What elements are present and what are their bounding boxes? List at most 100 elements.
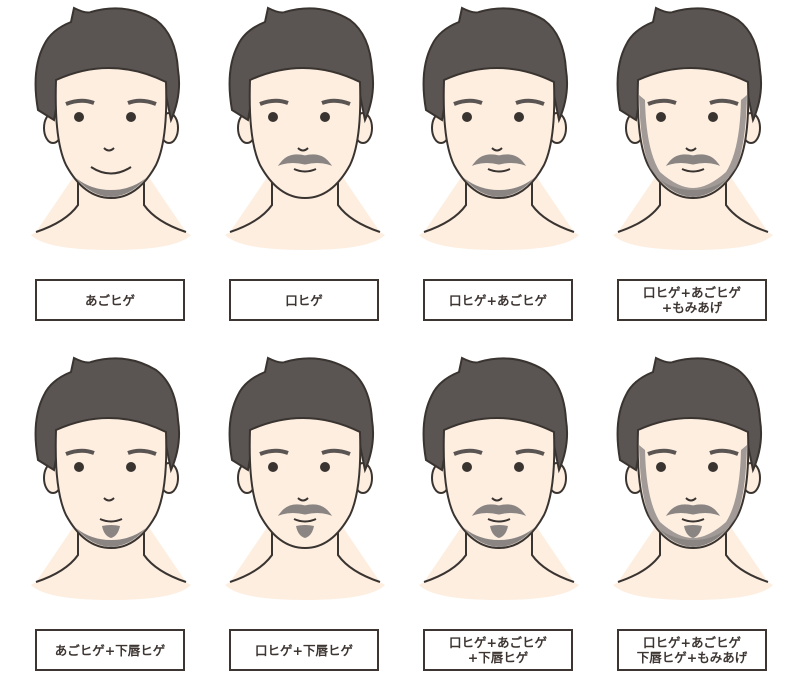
soul-patch bbox=[684, 525, 702, 538]
style-label-line: 口ヒゲ+あごヒゲ bbox=[643, 285, 741, 300]
chin-beard bbox=[464, 178, 534, 197]
style-label: 口ヒゲ+あごヒゲ下唇ヒゲ+もみあげ bbox=[617, 629, 767, 671]
beard-style-card: 口ヒゲ+下唇ヒゲ bbox=[208, 350, 402, 690]
chin-beard bbox=[464, 528, 534, 547]
chin-beard bbox=[658, 528, 728, 547]
chin-beard bbox=[658, 178, 728, 197]
right-eyebrow bbox=[127, 448, 157, 456]
right-eye bbox=[514, 112, 524, 122]
mouth bbox=[681, 518, 705, 523]
right-eyebrow bbox=[515, 448, 545, 456]
face-illustration bbox=[220, 0, 390, 250]
neck bbox=[229, 520, 381, 583]
right-eye bbox=[708, 462, 718, 472]
style-label-line: 口ヒゲ+下唇ヒゲ bbox=[255, 642, 353, 658]
left-eye bbox=[268, 112, 278, 122]
face-illustration bbox=[26, 0, 196, 250]
beard-style-card: 口ヒゲ bbox=[208, 0, 402, 340]
left-eye bbox=[74, 462, 84, 472]
style-label-line: 口ヒゲ+あごヒゲ bbox=[643, 635, 741, 650]
style-label-line: +下唇ヒゲ bbox=[467, 650, 529, 665]
style-label: 口ヒゲ+下唇ヒゲ bbox=[229, 629, 379, 671]
style-label: 口ヒゲ bbox=[229, 279, 379, 321]
mouth bbox=[293, 168, 317, 173]
neck bbox=[423, 170, 575, 233]
style-label-line: 口ヒゲ+あごヒゲ bbox=[449, 292, 547, 308]
style-label-line: 下唇ヒゲ+もみあげ bbox=[636, 650, 748, 665]
beard-style-card: 口ヒゲ+あごヒゲ下唇ヒゲ+もみあげ bbox=[596, 350, 790, 690]
right-eyebrow bbox=[515, 98, 545, 106]
mustache bbox=[277, 154, 333, 166]
right-eye bbox=[126, 462, 136, 472]
soul-patch bbox=[296, 525, 314, 538]
beard-style-card: 口ヒゲ+あごヒゲ+もみあげ bbox=[596, 0, 790, 340]
style-label-line: あごヒゲ+下唇ヒゲ bbox=[54, 642, 166, 658]
face-illustration bbox=[220, 350, 390, 600]
mustache bbox=[665, 504, 721, 516]
mouth bbox=[99, 518, 123, 523]
left-eye bbox=[656, 462, 666, 472]
mouth bbox=[681, 168, 705, 173]
style-label-line: +もみあげ bbox=[661, 300, 723, 315]
style-label-line: 口ヒゲ bbox=[285, 292, 323, 308]
neck bbox=[617, 520, 769, 583]
left-eyebrow bbox=[65, 448, 95, 456]
face-illustration bbox=[608, 0, 778, 250]
mouth bbox=[293, 518, 317, 523]
chin-beard bbox=[76, 178, 146, 197]
style-label-line: 口ヒゲ+あごヒゲ bbox=[449, 635, 547, 650]
mustache bbox=[471, 154, 527, 166]
nose bbox=[491, 147, 503, 152]
nose bbox=[103, 147, 115, 152]
neck bbox=[423, 520, 575, 583]
mouth bbox=[487, 518, 511, 523]
left-eye bbox=[268, 462, 278, 472]
nose bbox=[685, 497, 697, 502]
style-label: 口ヒゲ+あごヒゲ+もみあげ bbox=[617, 279, 767, 321]
nose bbox=[297, 147, 309, 152]
mustache bbox=[277, 504, 333, 516]
left-eyebrow bbox=[259, 98, 289, 106]
mustache bbox=[471, 504, 527, 516]
beard-style-card: あごヒゲ+下唇ヒゲ bbox=[14, 350, 208, 690]
neck bbox=[229, 170, 381, 233]
beard-style-card: あごヒゲ bbox=[14, 0, 208, 340]
mouth bbox=[487, 168, 511, 173]
right-eye bbox=[320, 462, 330, 472]
face-illustration bbox=[608, 350, 778, 600]
right-eye bbox=[320, 112, 330, 122]
right-eyebrow bbox=[709, 448, 739, 456]
nose bbox=[103, 497, 115, 502]
right-eye bbox=[514, 462, 524, 472]
style-label: 口ヒゲ+あごヒゲ+下唇ヒゲ bbox=[423, 629, 573, 671]
style-label-line: あごヒゲ bbox=[84, 292, 135, 308]
left-eyebrow bbox=[453, 448, 483, 456]
mouth bbox=[90, 166, 132, 175]
style-label: あごヒゲ+下唇ヒゲ bbox=[35, 629, 185, 671]
neck bbox=[35, 170, 187, 233]
beard-style-card: 口ヒゲ+あごヒゲ bbox=[402, 0, 596, 340]
left-eyebrow bbox=[647, 98, 677, 106]
right-eye bbox=[126, 112, 136, 122]
left-eyebrow bbox=[453, 98, 483, 106]
right-eyebrow bbox=[321, 98, 351, 106]
left-eye bbox=[656, 112, 666, 122]
nose bbox=[491, 497, 503, 502]
left-eye bbox=[462, 462, 472, 472]
left-eyebrow bbox=[647, 448, 677, 456]
style-label: あごヒゲ bbox=[35, 279, 185, 321]
soul-patch bbox=[490, 525, 508, 538]
right-eyebrow bbox=[321, 448, 351, 456]
left-eye bbox=[74, 112, 84, 122]
left-eyebrow bbox=[259, 448, 289, 456]
style-label: 口ヒゲ+あごヒゲ bbox=[423, 279, 573, 321]
right-eyebrow bbox=[127, 98, 157, 106]
soul-patch bbox=[102, 525, 120, 538]
nose bbox=[685, 147, 697, 152]
face-illustration bbox=[414, 0, 584, 250]
neck bbox=[617, 170, 769, 233]
face-illustration bbox=[414, 350, 584, 600]
left-eyebrow bbox=[65, 98, 95, 106]
mustache bbox=[665, 154, 721, 166]
right-eyebrow bbox=[709, 98, 739, 106]
